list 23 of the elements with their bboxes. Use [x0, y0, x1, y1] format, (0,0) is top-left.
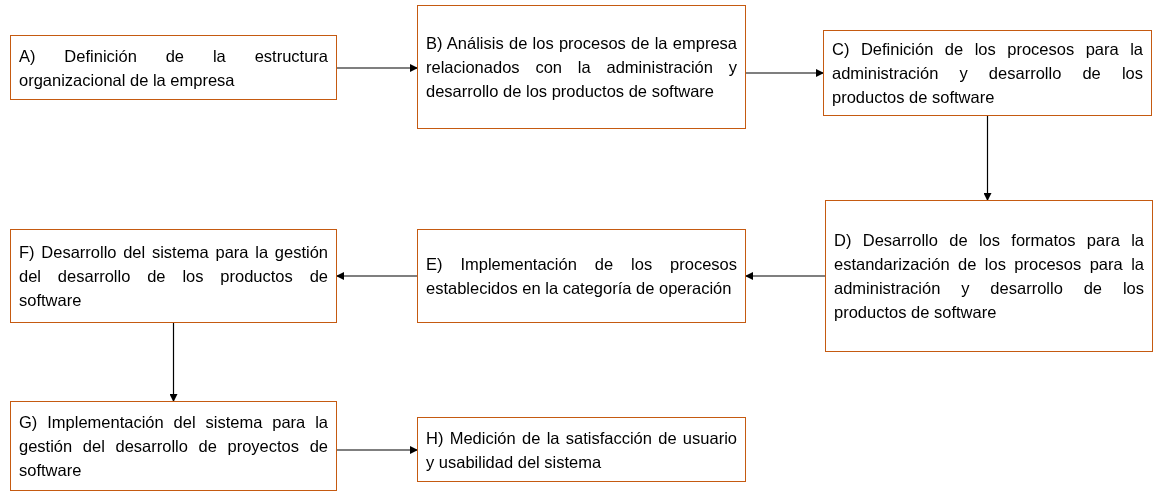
step-text: B) Análisis de los procesos de la empresa relacionados con la administración y desarrollo de los productos de software: [426, 33, 737, 102]
process-box: [10, 401, 337, 491]
process-box: [825, 200, 1153, 352]
arrow: [745, 69, 824, 77]
arrow: [336, 272, 418, 280]
arrow: [336, 446, 418, 454]
arrow: [983, 115, 992, 201]
process-box: [10, 229, 337, 323]
step-text: H) Medición de la satisfacción de usuario y usabilidad del sistema: [426, 427, 737, 473]
step-text: A) Definición de la estructura organizacional de la empresa: [19, 45, 328, 91]
step-text: E) Implementación de los procesos establecidos en la categoría de operación: [426, 254, 737, 299]
process-box: [10, 35, 337, 100]
process-box: [417, 5, 746, 129]
step-text: G) Implementación del sistema para la gestión del desarrollo de proyectos de software: [19, 412, 328, 481]
step-text: C) Definición de los procesos para la administración y desarrollo de los productos de software: [832, 39, 1143, 108]
step-text: D) Desarrollo de los formatos para la estandarización de los procesos para la administración y desarrollo de los productos de software: [834, 230, 1144, 323]
process-box: [417, 229, 746, 323]
arrow: [169, 322, 178, 402]
arrow: [745, 272, 826, 280]
arrow: [336, 64, 418, 72]
process-box: [417, 417, 746, 482]
step-text: F) Desarrollo del sistema para la gestión del desarrollo de los productos de software: [19, 242, 328, 311]
process-box: [823, 30, 1152, 116]
